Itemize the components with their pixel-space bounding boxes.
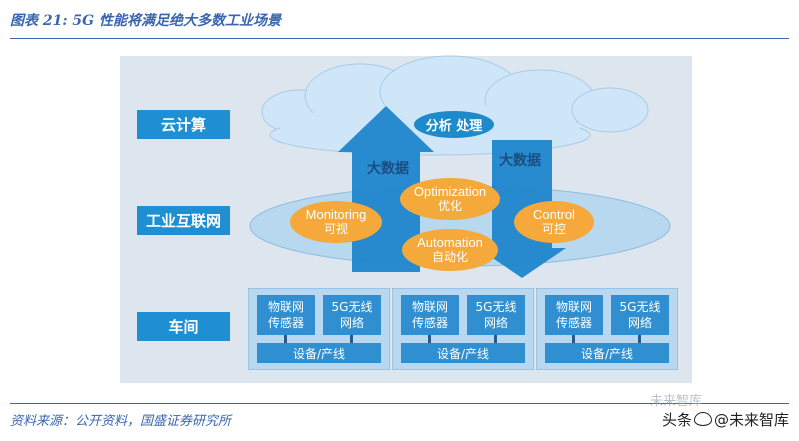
monitoring-zh: 可视 bbox=[323, 222, 348, 236]
iot-sensor-line2: 传感器 bbox=[267, 316, 304, 330]
footer-handle: @未来智库 bbox=[713, 411, 789, 429]
5g-network-box: 5G无线 网络 bbox=[611, 295, 669, 335]
5g-network-line2: 网络 bbox=[627, 316, 652, 330]
optimization-en: Optimization bbox=[413, 184, 487, 199]
brand-logo-icon bbox=[693, 412, 712, 426]
automation-node: Automation 自动化 bbox=[402, 229, 498, 271]
iot-sensor-line1: 物联网 bbox=[555, 300, 592, 314]
iot-sensor-box: 物联网 传感器 bbox=[257, 295, 315, 335]
iot-sensor-box: 物联网 传感器 bbox=[401, 295, 459, 335]
5g-network-line1: 5G无线 bbox=[331, 300, 373, 314]
connector bbox=[284, 335, 287, 343]
5g-network-box: 5G无线 网络 bbox=[323, 295, 381, 335]
layer-label-cloud: 云计算 bbox=[137, 110, 230, 139]
5g-network-box: 5G无线 网络 bbox=[467, 295, 525, 335]
connector bbox=[638, 335, 641, 343]
5g-network-line2: 网络 bbox=[339, 316, 364, 330]
control-node: Control 可控 bbox=[514, 201, 594, 243]
iot-sensor-line2: 传感器 bbox=[411, 316, 448, 330]
big-data-up-label: 大数据 bbox=[367, 161, 409, 177]
control-en: Control bbox=[533, 207, 575, 222]
iot-sensor-line2: 传感器 bbox=[555, 316, 592, 330]
workshop-group: 物联网 传感器 5G无线 网络 设备/产线 bbox=[248, 288, 390, 370]
optimization-zh: 优化 bbox=[437, 199, 462, 213]
iot-sensor-line1: 物联网 bbox=[411, 300, 448, 314]
monitoring-node: Monitoring 可视 bbox=[290, 201, 382, 243]
connector bbox=[572, 335, 575, 343]
top-rule bbox=[10, 38, 789, 39]
iot-sensor-box: 物联网 传感器 bbox=[545, 295, 603, 335]
equipment-line-bar: 设备/产线 bbox=[401, 343, 525, 363]
analysis-processing-node: 分析 处理 bbox=[414, 111, 494, 138]
5g-network-line1: 5G无线 bbox=[475, 300, 517, 314]
equipment-line-bar: 设备/产线 bbox=[257, 343, 381, 363]
layer-label-workshop: 车间 bbox=[137, 312, 230, 341]
connector bbox=[494, 335, 497, 343]
optimization-node: Optimization 优化 bbox=[400, 178, 500, 220]
footer-brand[interactable]: 头条 @未来智库 bbox=[662, 409, 789, 430]
bottom-rule bbox=[10, 403, 789, 404]
connector bbox=[350, 335, 353, 343]
footer-brand-name: 头条 bbox=[661, 411, 692, 429]
5g-network-line2: 网络 bbox=[483, 316, 508, 330]
big-data-down-label: 大数据 bbox=[499, 153, 541, 169]
workshop-group: 物联网 传感器 5G无线 网络 设备/产线 bbox=[392, 288, 534, 370]
5g-network-line1: 5G无线 bbox=[619, 300, 661, 314]
automation-zh: 自动化 bbox=[431, 250, 468, 264]
equipment-line-bar: 设备/产线 bbox=[545, 343, 669, 363]
source-note: 资料来源：公开资料，国盛证券研究所 bbox=[10, 414, 232, 429]
layer-label-industrial-internet: 工业互联网 bbox=[137, 206, 230, 235]
workshop-group: 物联网 传感器 5G无线 网络 设备/产线 bbox=[536, 288, 678, 370]
watermark-text: 未来智库 bbox=[650, 394, 703, 409]
monitoring-en: Monitoring bbox=[305, 207, 367, 222]
connector bbox=[428, 335, 431, 343]
control-zh: 可控 bbox=[541, 222, 566, 236]
iot-sensor-line1: 物联网 bbox=[267, 300, 304, 314]
figure-caption: 图表 21: 5G 性能将满足绝大多数工业场景 bbox=[10, 13, 281, 29]
automation-en: Automation bbox=[417, 235, 483, 250]
